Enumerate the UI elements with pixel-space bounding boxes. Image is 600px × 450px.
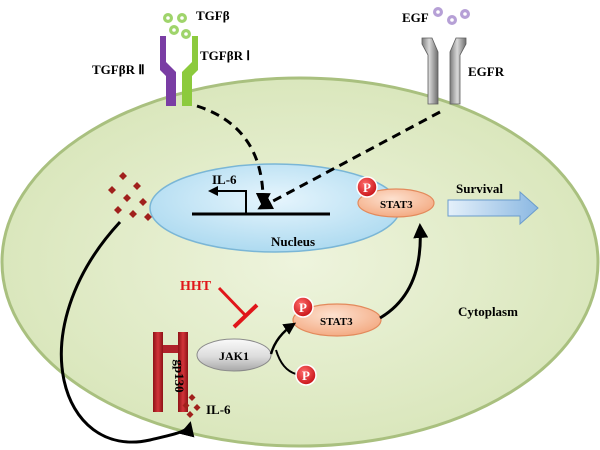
phospho-free-label: P xyxy=(302,368,310,383)
tgfb-ligand xyxy=(163,13,191,39)
egf-label: EGF xyxy=(402,10,429,25)
jak1 xyxy=(196,338,272,372)
il6-bound-cluster xyxy=(182,394,201,418)
autocrine-loop-arrow xyxy=(59,220,195,444)
il6-secreted-cluster xyxy=(108,172,152,221)
tgfb-signal-arrow xyxy=(196,104,271,208)
hht-inhibition-bar xyxy=(232,303,259,329)
egfr-receptor xyxy=(421,37,467,105)
phospho-free-icon xyxy=(295,364,317,386)
stat3-cytoplasmic-label: STAT3 xyxy=(320,316,353,328)
tgfb-label: TGFβ xyxy=(196,8,230,23)
stat3-nuclear-label: STAT3 xyxy=(380,199,413,211)
hht-inhibition-line xyxy=(217,286,248,318)
gp130-label: gp130 xyxy=(172,359,187,392)
il6-gene-label: IL-6 xyxy=(212,172,237,187)
survival-label: Survival xyxy=(456,181,503,196)
stat3-nuclear xyxy=(357,188,435,218)
phosphorylation-arrow xyxy=(269,322,297,355)
cell-membrane xyxy=(0,76,600,448)
phosphate-transfer-arc xyxy=(275,349,297,375)
nucleus-label: Nucleus xyxy=(271,234,315,249)
phospho-cytoplasmic-label: P xyxy=(299,300,307,315)
stat3-cytoplasmic xyxy=(292,303,382,337)
egf-signal-arrow xyxy=(257,110,441,210)
egf-ligand xyxy=(433,7,470,25)
gp130-receptor xyxy=(153,332,188,412)
phospho-cytoplasmic-icon xyxy=(292,296,314,318)
tgfbr1-label: TGFβR Ⅰ xyxy=(200,48,250,63)
tgfbr1-receptor xyxy=(182,36,198,106)
survival-arrow xyxy=(447,190,539,226)
hht-label: HHT xyxy=(180,279,212,294)
phospho-nuclear-icon xyxy=(356,176,378,198)
cytoplasm-label: Cytoplasm xyxy=(458,304,518,319)
tgfbr2-label: TGFβR Ⅱ xyxy=(92,62,145,77)
stat3-translocation-arrow xyxy=(379,223,429,320)
tgfbr2-receptor xyxy=(160,36,176,106)
gene-promoter xyxy=(192,186,330,216)
phospho-nuclear-label: P xyxy=(363,180,371,195)
egfr-label: EGFR xyxy=(468,64,505,79)
jak1-label: JAK1 xyxy=(219,349,249,363)
il6-ligand-label: IL-6 xyxy=(206,402,231,417)
